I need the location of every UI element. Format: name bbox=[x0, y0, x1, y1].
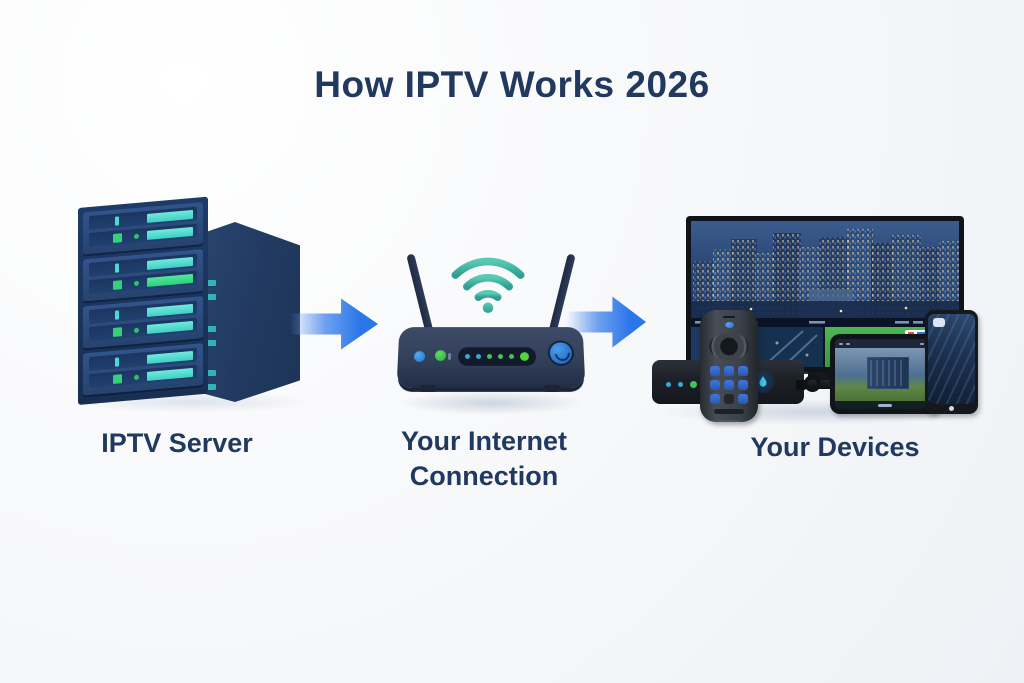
wifi-icon bbox=[451, 257, 525, 313]
led-indicator bbox=[134, 233, 139, 239]
page-title: How IPTV Works 2026 bbox=[314, 64, 710, 105]
antenna-right bbox=[548, 253, 576, 335]
activity-bar bbox=[147, 209, 193, 223]
led-indicator bbox=[434, 350, 447, 361]
multi-device-icon bbox=[640, 200, 1010, 432]
server-side-panel bbox=[207, 206, 240, 412]
tablet-icon bbox=[830, 334, 940, 414]
arrow-right-icon bbox=[290, 298, 378, 350]
antenna-left bbox=[406, 253, 434, 335]
tv-stand-neck bbox=[808, 372, 848, 382]
stage-label-devices: Your Devices bbox=[750, 432, 920, 462]
server-front-panel bbox=[78, 196, 208, 405]
router-body bbox=[396, 327, 586, 388]
wifi-router-icon bbox=[388, 238, 594, 416]
server-unit bbox=[83, 249, 203, 302]
mic-button-icon bbox=[724, 322, 734, 328]
router-shadow bbox=[388, 390, 594, 416]
status-panel bbox=[457, 347, 537, 366]
phone-icon bbox=[925, 310, 978, 414]
server-unit bbox=[83, 296, 203, 349]
wps-button-icon bbox=[547, 340, 575, 366]
server-rack-icon bbox=[58, 196, 326, 420]
stage-label-server: IPTV Server bbox=[101, 428, 253, 458]
remote-icon bbox=[700, 310, 758, 422]
stage-label-internet: Your Internet Connection bbox=[400, 426, 567, 492]
dpad-icon bbox=[709, 333, 749, 360]
server-unit bbox=[83, 202, 203, 255]
status-leds bbox=[666, 381, 697, 388]
server-unit bbox=[83, 343, 203, 396]
led-indicator bbox=[413, 351, 426, 362]
remote-buttons bbox=[710, 365, 748, 404]
cable-loop bbox=[804, 375, 821, 392]
